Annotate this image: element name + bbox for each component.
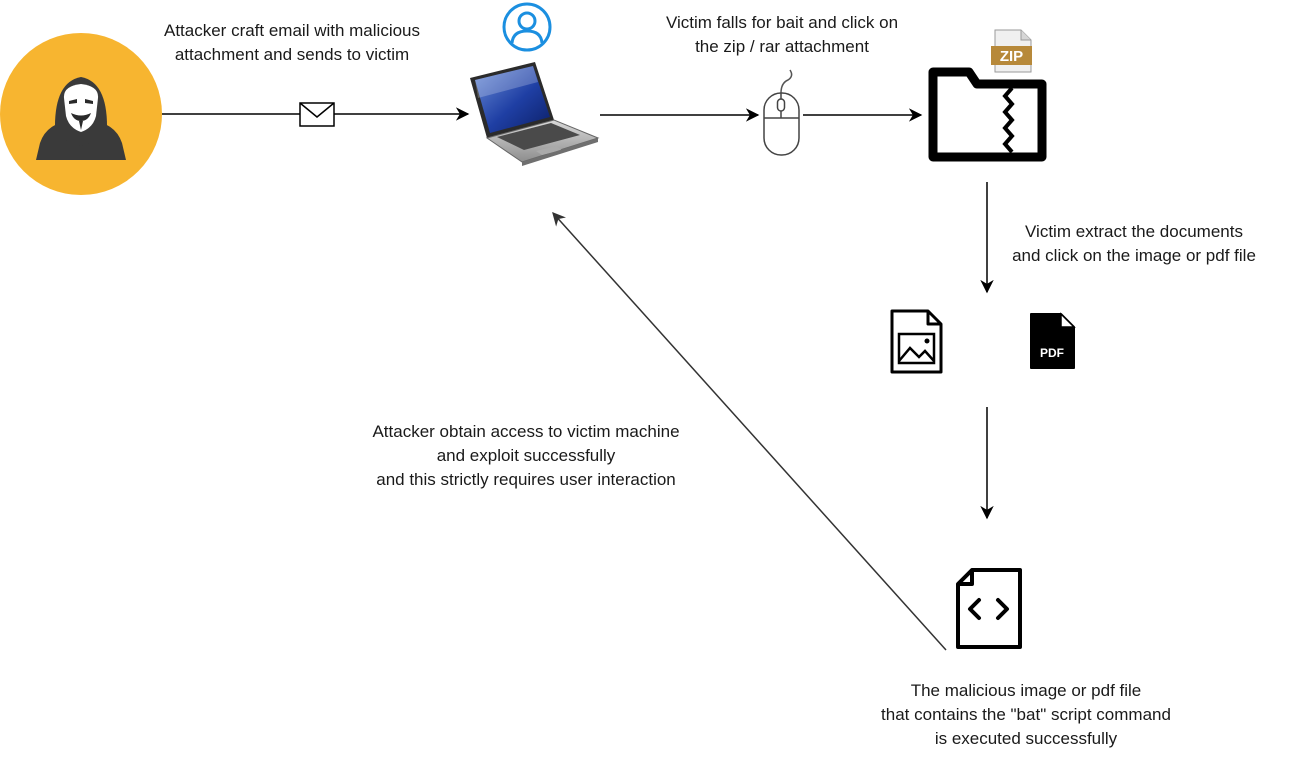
laptop-icon [470, 62, 600, 166]
step-label-extract-documents: Victim extract the documents and click o… [1012, 222, 1256, 265]
mouse-icon [763, 69, 800, 156]
pdf-file-icon: PDF [1030, 312, 1076, 369]
script-file-icon [956, 568, 1022, 649]
zip-badge-label: ZIP [1000, 48, 1023, 65]
email-icon [299, 102, 335, 127]
step-label-send-email: Attacker craft email with malicious atta… [163, 21, 421, 64]
step-label-click-attachment: Victim falls for bait and click on the z… [665, 13, 899, 56]
step-label-attacker-access: Attacker obtain access to victim machine… [372, 422, 680, 489]
script-to-laptop-arrow [552, 211, 947, 651]
step-label-script-executed: The malicious image or pdf file that con… [881, 681, 1171, 748]
pdf-badge-label: PDF [1040, 346, 1064, 360]
image-file-icon [890, 309, 943, 374]
zip-file-icon: ZIP [991, 29, 1032, 73]
attacker-icon [0, 33, 162, 195]
user-icon [502, 2, 552, 52]
zip-folder-icon [928, 67, 1047, 162]
